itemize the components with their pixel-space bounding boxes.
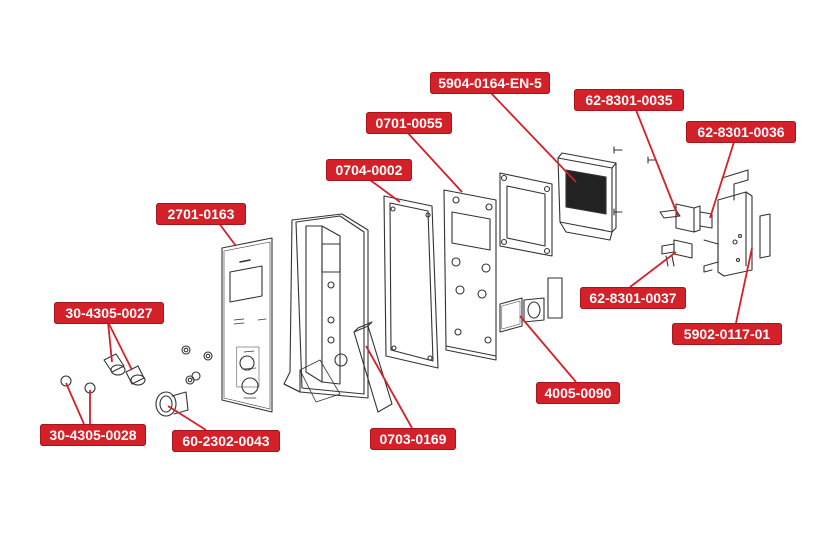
callout-5902-0117-01[interactable]: 5902-0117-01	[672, 323, 782, 345]
callout-62-8301-0037[interactable]: 62-8301-0037	[580, 287, 686, 309]
bracket	[703, 169, 771, 277]
knob-sleeves	[299, 321, 393, 413]
callout-30-4305-0028[interactable]: 30-4305-0028	[40, 424, 146, 446]
bushing	[499, 277, 563, 333]
circuit-board	[443, 189, 497, 361]
callout-30-4305-0027[interactable]: 30-4305-0027	[54, 302, 164, 324]
leader-lines	[65, 91, 753, 431]
callout-2701-0163[interactable]: 2701-0163	[156, 203, 246, 225]
gasket	[383, 195, 439, 369]
callout-0703-0169[interactable]: 0703-0169	[370, 428, 456, 450]
callout-0701-0055[interactable]: 0701-0055	[366, 112, 452, 134]
front-label-plate	[221, 237, 273, 413]
callout-62-8301-0035[interactable]: 62-8301-0035	[574, 89, 684, 111]
knob-caps	[103, 353, 146, 386]
potentiometers	[613, 146, 713, 267]
callout-4005-0090[interactable]: 4005-0090	[536, 382, 620, 404]
nuts-washers	[181, 345, 213, 385]
callout-62-8301-0036[interactable]: 62-8301-0036	[686, 121, 796, 143]
callout-60-2302-0043[interactable]: 60-2302-0043	[172, 430, 280, 452]
callout-5904-0164-en-5[interactable]: 5904-0164-EN-5	[430, 72, 550, 94]
display-window	[499, 172, 553, 257]
housing-enclosure	[283, 213, 369, 399]
rotary-switch	[155, 391, 189, 417]
callout-0704-0002[interactable]: 0704-0002	[326, 159, 412, 181]
display-module	[557, 152, 617, 241]
